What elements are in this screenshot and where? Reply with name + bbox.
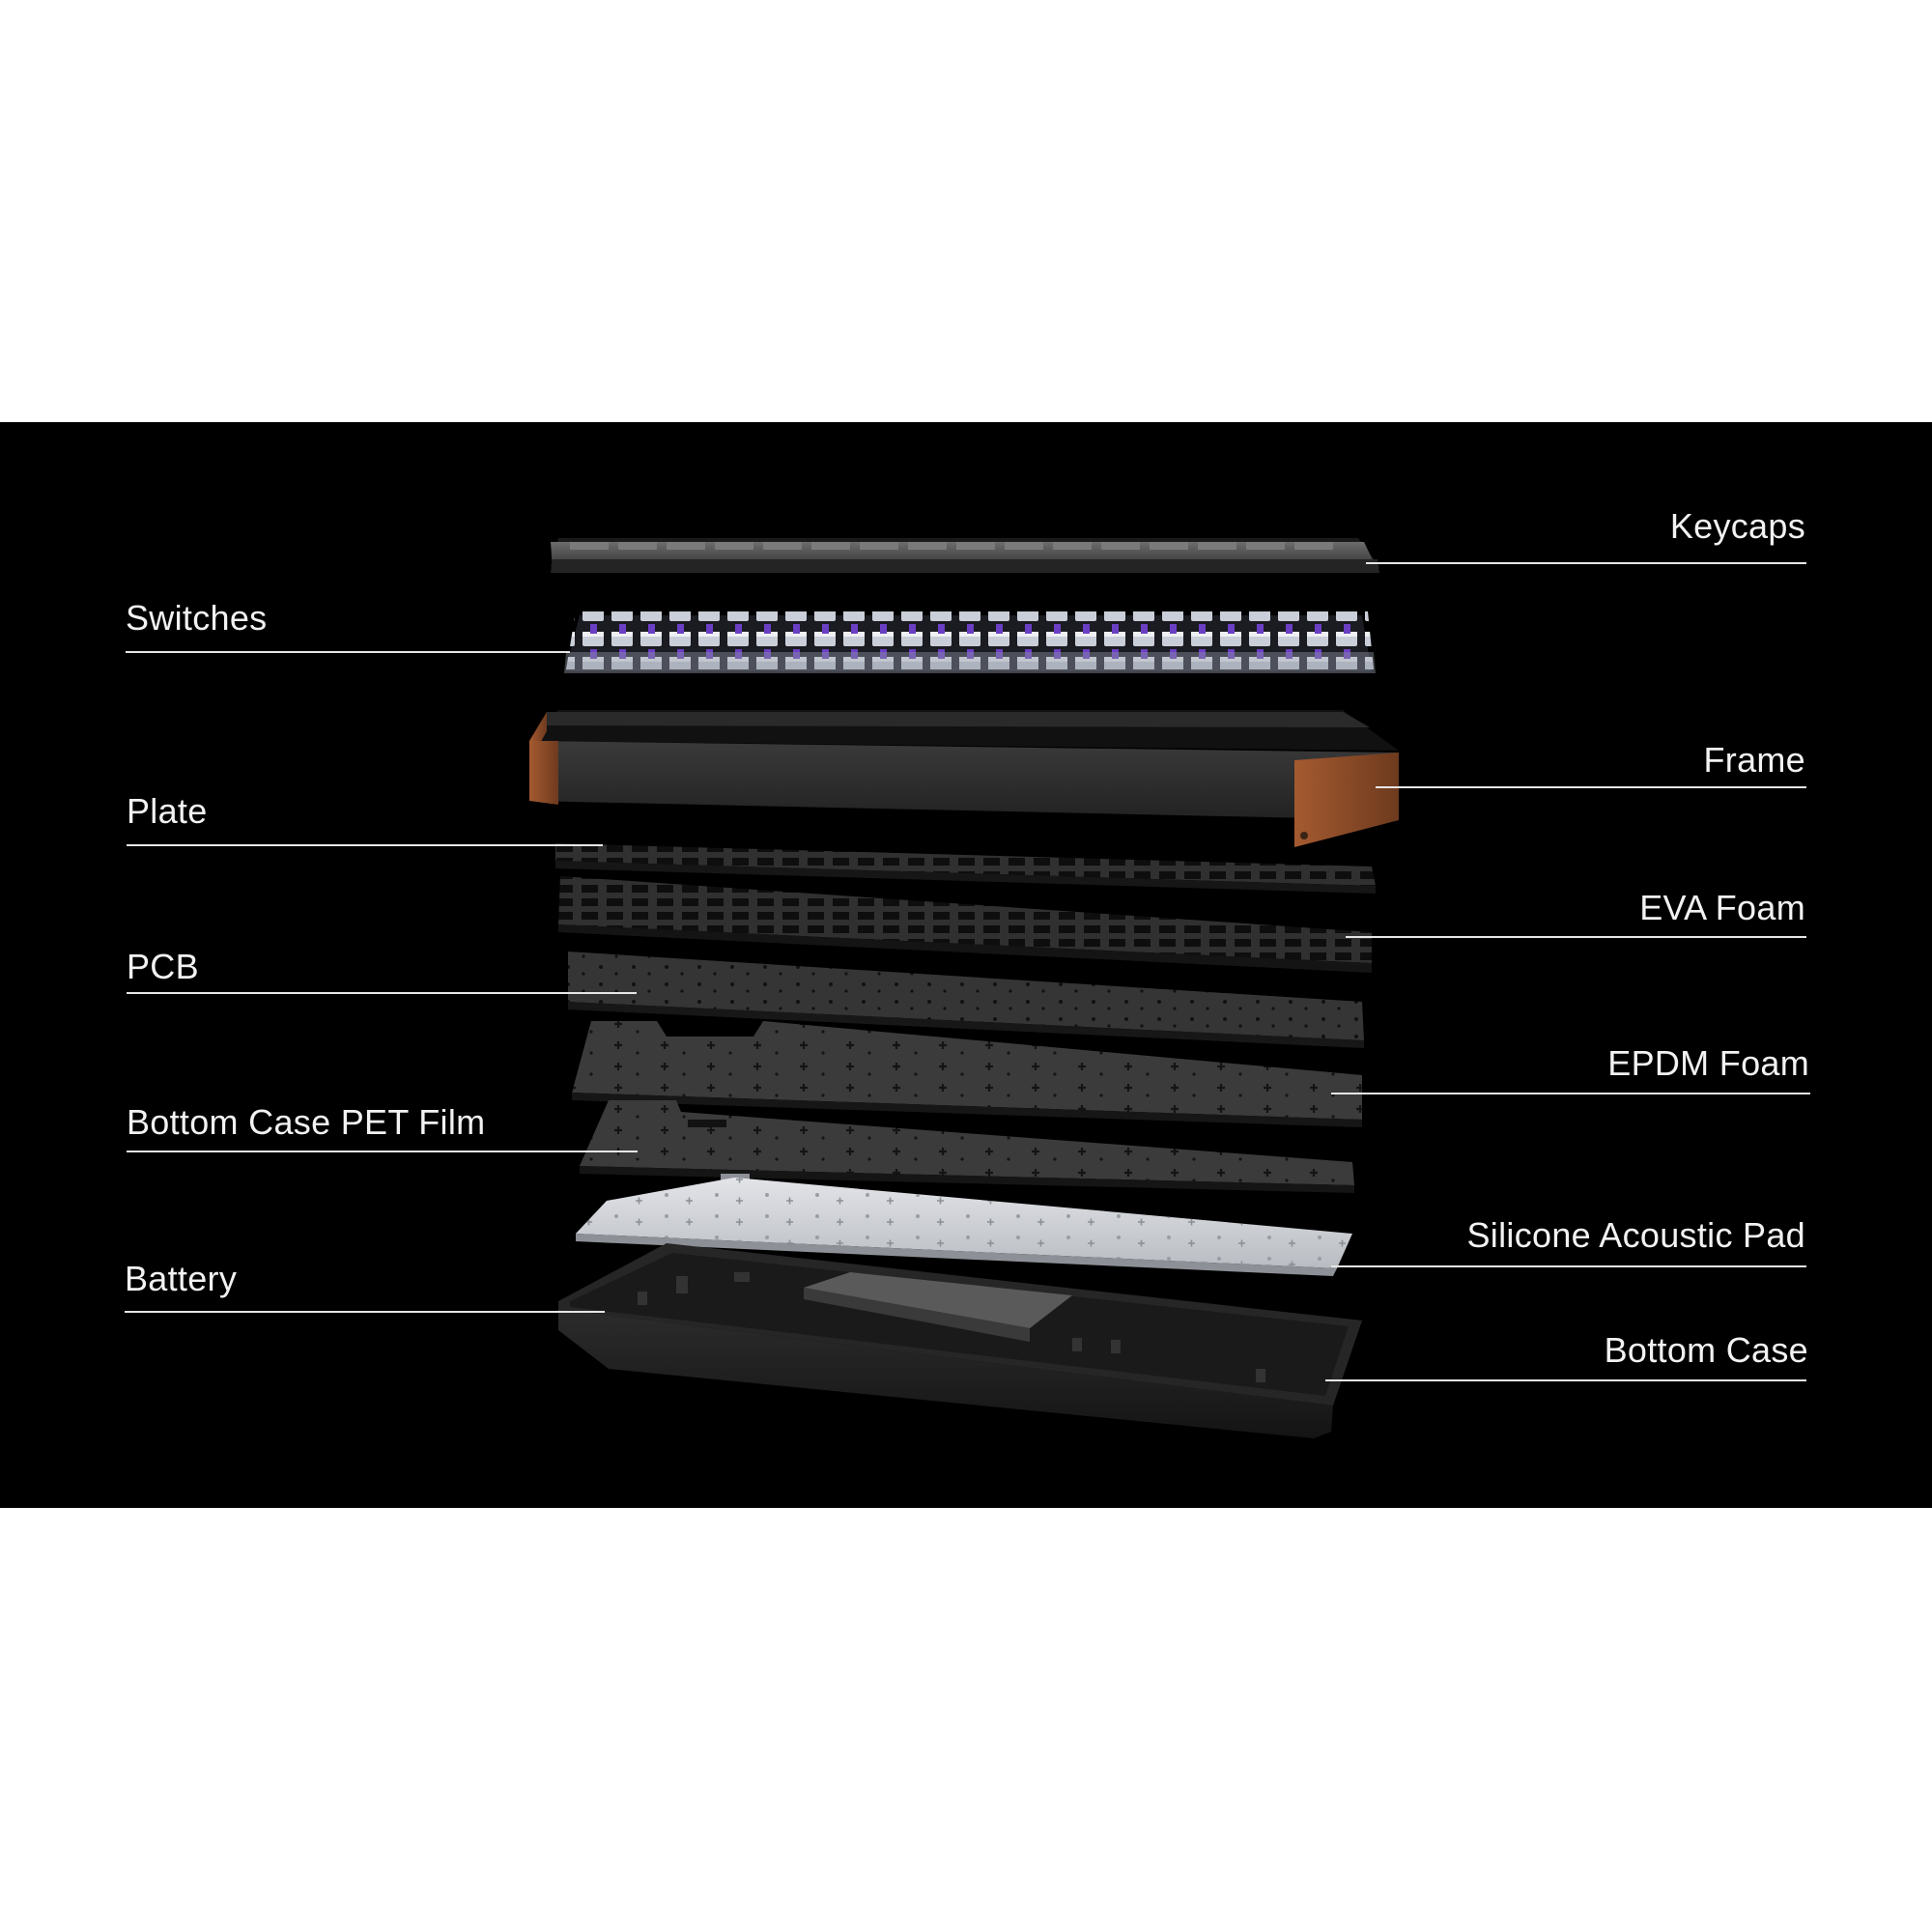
label-switches: Switches bbox=[126, 599, 267, 638]
label-epdm-foam: EPDM Foam bbox=[1607, 1044, 1809, 1083]
label-bottom-case-pet-film: Bottom Case PET Film bbox=[127, 1103, 485, 1142]
label-plate: Plate bbox=[127, 792, 208, 831]
leader-frame bbox=[1376, 786, 1806, 788]
diagram-panel: Switches Plate PCB Bottom Case PET Film … bbox=[0, 422, 1932, 1508]
label-eva-foam: EVA Foam bbox=[1639, 889, 1805, 927]
label-bottom-case: Bottom Case bbox=[1605, 1331, 1808, 1370]
label-frame: Frame bbox=[1703, 741, 1805, 780]
label-battery: Battery bbox=[125, 1260, 237, 1298]
label-keycaps: Keycaps bbox=[1670, 507, 1805, 546]
leader-battery bbox=[125, 1311, 605, 1313]
leader-epdm-foam bbox=[1331, 1093, 1810, 1094]
leader-bottom-case bbox=[1325, 1379, 1806, 1381]
label-silicone-acoustic-pad: Silicone Acoustic Pad bbox=[1467, 1216, 1806, 1255]
leader-switches bbox=[126, 651, 570, 653]
leader-bottom-case-pet-film bbox=[127, 1151, 638, 1152]
leader-keycaps bbox=[1366, 562, 1806, 564]
leader-plate bbox=[127, 844, 603, 846]
keycaps-layer bbox=[551, 538, 1379, 573]
switches-layer bbox=[564, 611, 1376, 673]
label-pcb: PCB bbox=[127, 948, 199, 986]
leader-eva-foam bbox=[1346, 936, 1806, 938]
bottom-case-layer bbox=[558, 1243, 1362, 1438]
eva-foam-layer bbox=[558, 876, 1372, 973]
leader-pcb bbox=[127, 992, 637, 994]
leader-silicone-acoustic-pad bbox=[1331, 1265, 1806, 1267]
frame-layer bbox=[529, 710, 1399, 847]
